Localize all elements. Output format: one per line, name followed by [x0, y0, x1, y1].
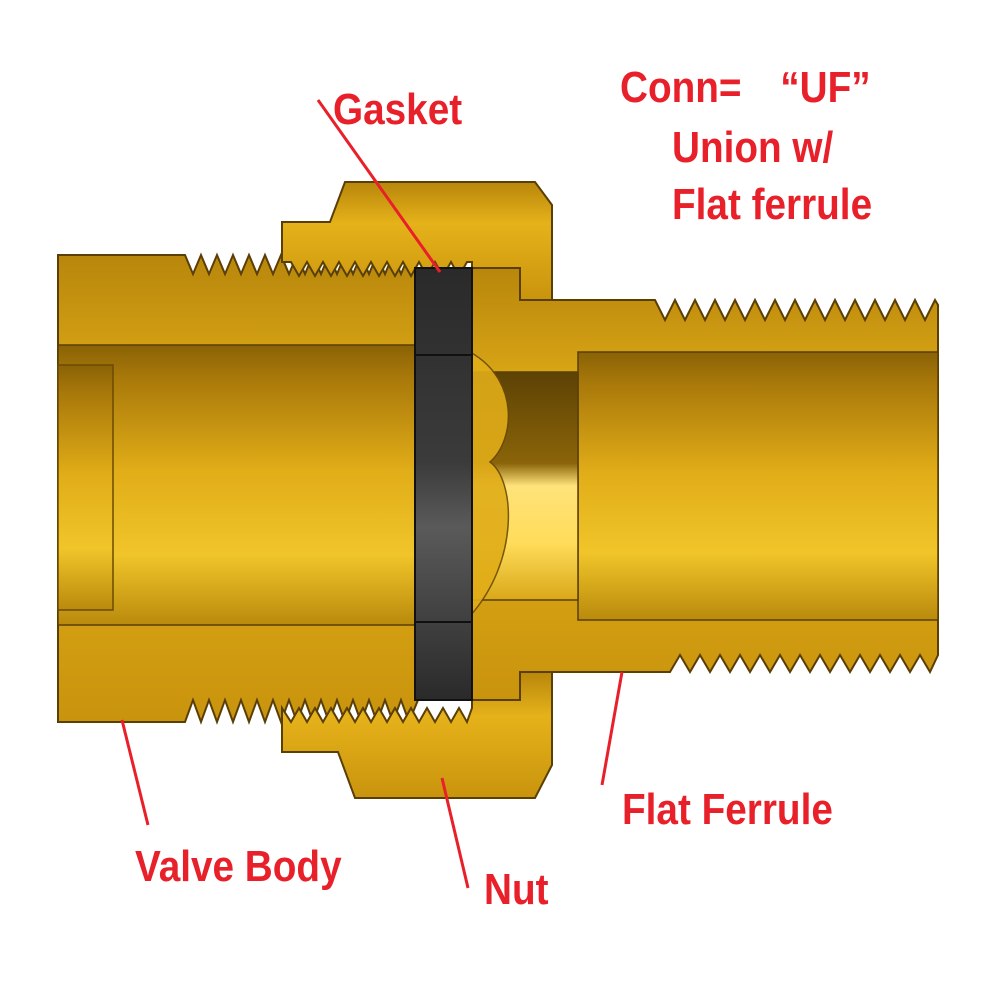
gasket-label: Gasket: [333, 85, 463, 134]
flat-ferrule-leader: [600, 671, 624, 786]
nut-leader: [440, 777, 470, 889]
valve-body-leader: [120, 719, 150, 826]
connection-type-label-line2: Union w/: [672, 123, 834, 172]
ferrule-chamfer: [469, 350, 510, 618]
gasket-part: [414, 267, 473, 701]
connection-type-label-line1: Conn= “UF”: [620, 63, 871, 112]
nut-part-bottom: [281, 671, 553, 799]
gasket-leader: [316, 99, 442, 273]
nut-label: Nut: [484, 865, 549, 914]
ferrule-bore: [577, 351, 939, 621]
flat-ferrule-label: Flat Ferrule: [622, 785, 833, 834]
valve-body-bore: [57, 344, 419, 626]
valve-body-bore-inner: [57, 364, 114, 611]
connection-type-label-line3: Flat ferrule: [672, 180, 873, 229]
leader-lines: [120, 99, 624, 889]
valve-body-label: Valve Body: [135, 842, 342, 891]
